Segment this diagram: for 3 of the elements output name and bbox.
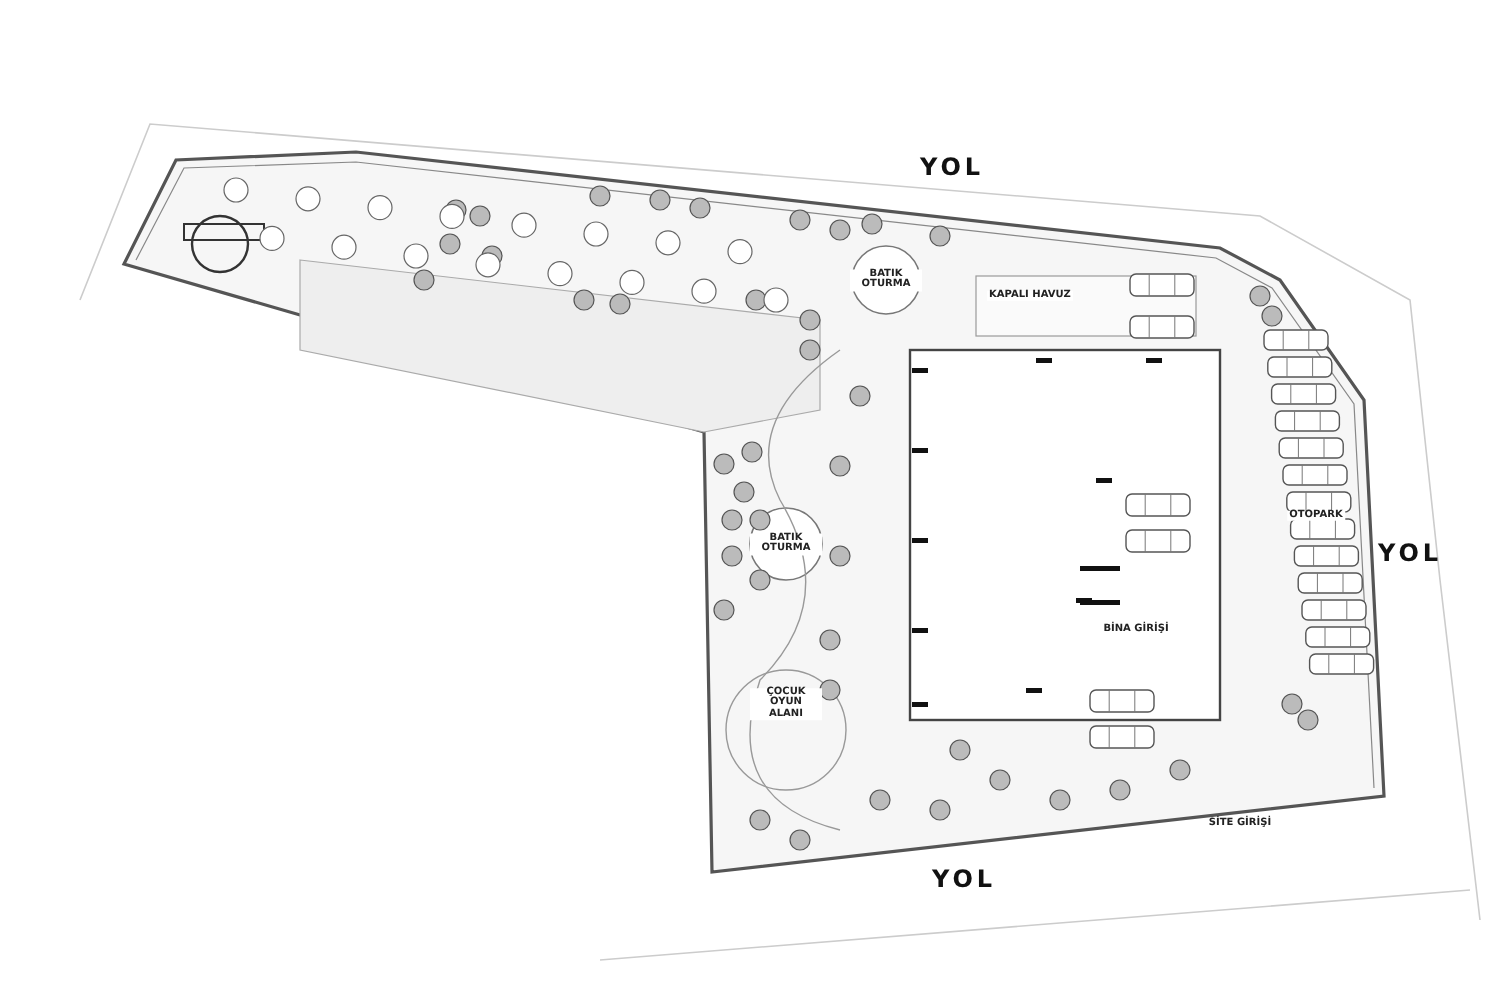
road-label: YOL (1377, 541, 1443, 567)
road-label: YOL (931, 867, 997, 893)
road-label: YOL (919, 155, 985, 181)
